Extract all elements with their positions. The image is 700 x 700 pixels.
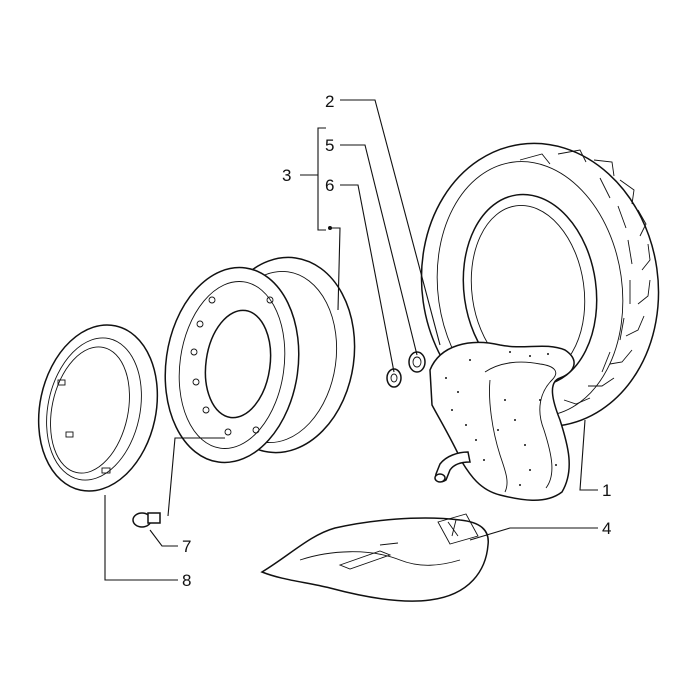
nut xyxy=(408,351,426,373)
washer xyxy=(386,368,402,388)
label-part-4: 4 xyxy=(602,519,611,538)
label-part-2: 2 xyxy=(325,92,334,111)
tool-bag xyxy=(260,513,489,602)
label-part-1: 1 xyxy=(602,481,611,500)
leader-lines xyxy=(104,99,598,581)
label-part-7: 7 xyxy=(182,537,191,556)
wheel-rim xyxy=(164,256,356,464)
inner-tube xyxy=(429,341,575,501)
label-part-8: 8 xyxy=(182,571,191,590)
bolt xyxy=(132,512,161,528)
rim-half xyxy=(37,324,159,492)
label-part-3: 3 xyxy=(282,166,291,185)
callout-labels: 2 5 3 6 1 4 7 8 xyxy=(182,92,611,590)
label-part-6: 6 xyxy=(325,176,334,195)
label-part-5: 5 xyxy=(325,136,334,155)
